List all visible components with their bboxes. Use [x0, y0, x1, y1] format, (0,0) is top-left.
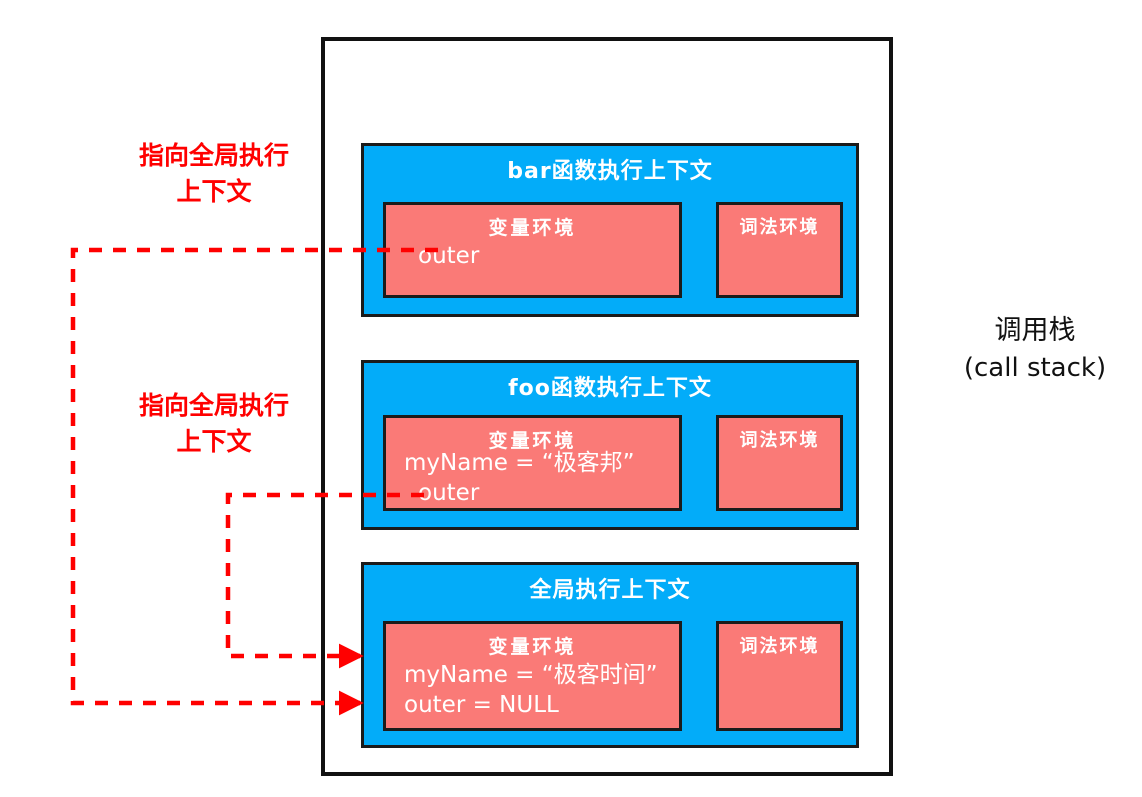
variable-environment-foo[interactable]: 变量环境 myName = “极客邦” outer: [383, 415, 682, 511]
entry-outer: outer: [418, 243, 480, 269]
entry-outer: outer: [418, 480, 480, 507]
entry-myname: myName = “极客时间”: [404, 662, 658, 688]
lexical-environment-global[interactable]: 词法环境: [716, 621, 843, 731]
variable-environment-title-foo: 变量环境: [488, 430, 577, 452]
entry-outer: outer = NULL: [404, 692, 559, 719]
caption-zh: 调用栈: [994, 315, 1076, 346]
execution-context-bar[interactable]: bar函数执行上下文 变量环境 outer 词法环境: [361, 143, 859, 317]
context-title-foo: foo函数执行上下文: [508, 376, 712, 401]
context-title-global: 全局执行上下文: [529, 578, 691, 603]
lexical-environment-title-global: 词法环境: [739, 636, 820, 657]
entry-myname: myName = “极客邦”: [404, 450, 635, 476]
execution-context-global[interactable]: 全局执行上下文 变量环境 myName = “极客时间” outer = NUL…: [361, 562, 859, 748]
variable-environment-entries-global: myName = “极客时间” outer = NULL: [404, 660, 671, 721]
lexical-environment-foo[interactable]: 词法环境: [716, 415, 843, 511]
variable-environment-entries-foo: myName = “极客邦” outer: [404, 448, 671, 509]
call-stack-caption: 调用栈 (call stack): [930, 312, 1140, 387]
variable-environment-global[interactable]: 变量环境 myName = “极客时间” outer = NULL: [383, 621, 682, 731]
annotation-bar-outer: 指向全局执行 上下文: [138, 141, 289, 207]
context-title-bar: bar函数执行上下文: [507, 159, 713, 184]
execution-context-foo[interactable]: foo函数执行上下文 变量环境 myName = “极客邦” outer 词法环…: [361, 360, 859, 530]
lexical-environment-title-foo: 词法环境: [739, 430, 820, 451]
lexical-environment-title-bar: 词法环境: [739, 217, 820, 238]
variable-environment-bar[interactable]: 变量环境 outer: [383, 202, 682, 298]
annotation-foo-outer: 指向全局执行 上下文: [138, 391, 289, 457]
caption-en: (call stack): [963, 353, 1107, 384]
variable-environment-entries-bar: outer: [404, 241, 671, 271]
variable-environment-title-bar: 变量环境: [488, 217, 577, 239]
lexical-environment-bar[interactable]: 词法环境: [716, 202, 843, 298]
variable-environment-title-global: 变量环境: [488, 636, 577, 658]
